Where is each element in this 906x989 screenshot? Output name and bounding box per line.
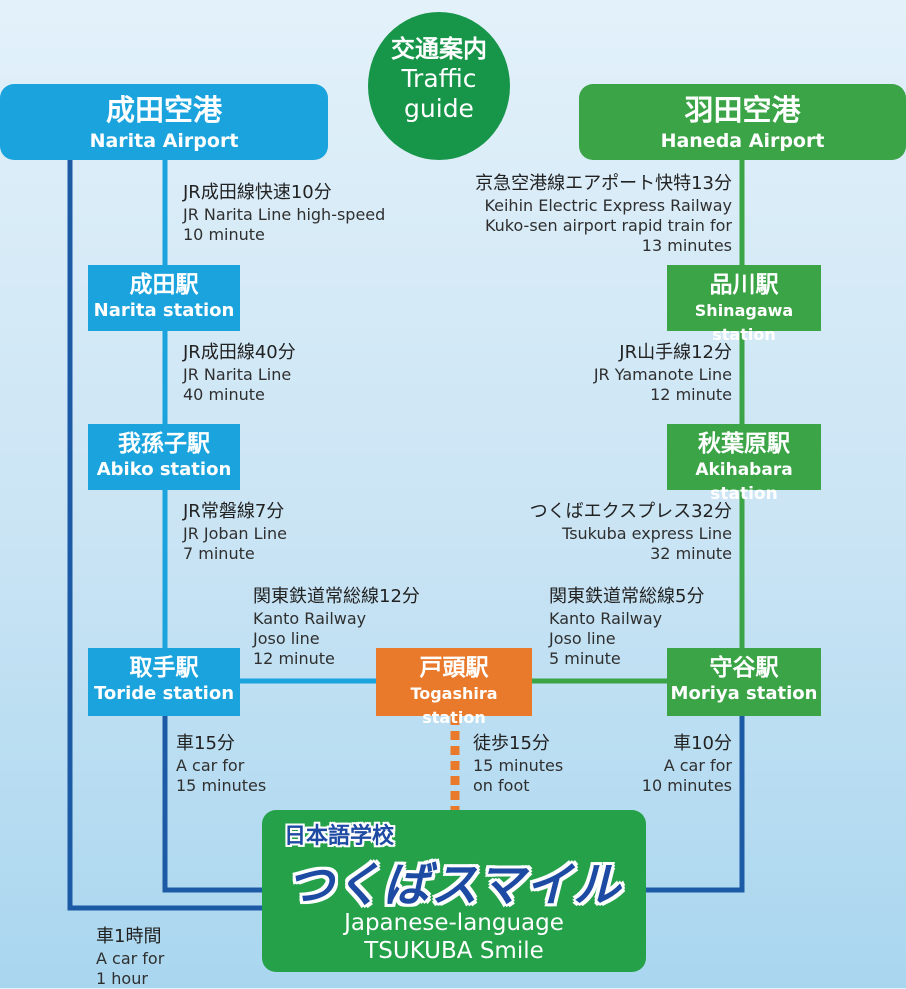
walk-route-label: 徒歩15分 15 minutes on foot [473,732,563,796]
shinagawa-station-box: 品川駅 Shinagawa station [667,265,821,344]
route-en: JR Narita Line [183,365,292,384]
narita-express-route-label: JR成田線快速10分 JR Narita Line high-speed 10 … [183,181,385,245]
narita-line-route-label: JR成田線40分 JR Narita Line 40 minute [183,341,296,405]
narita-car-route-line [67,150,262,911]
route-en: Keihin Electric Express Railway [484,196,732,215]
moriya-car-route-label: 車10分 A car for 10 minutes [642,732,732,796]
title-en-1: Traffic [401,64,477,93]
togashira-station-en: Togashira station [410,684,498,727]
route-en: 10 minutes [641,776,732,795]
narita-airport-en: Narita Airport [89,130,239,152]
togashira-station-jp: 戸頭駅 [419,655,489,681]
route-en: Kanto Railway [549,609,663,628]
route-en: A car for [96,949,165,968]
moriya-car-route-line [646,714,745,893]
route-en: A car for [663,756,732,775]
moriya-station-en: Moriya station [670,683,818,704]
route-en: Kanto Railway [253,609,367,628]
route-jp: JR成田線快速10分 [183,182,332,203]
route-en: 5 minute [549,649,621,668]
route-en: JR Narita Line high-speed [183,205,386,224]
tsukuba-express-route-label: つくばエクスプレス32分 Tsukuba express Line 32 min… [530,500,732,564]
route-en: Tsukuba express Line [562,524,732,543]
haneda-airport-en: Haneda Airport [660,130,825,152]
school-name-en-1: Japanese-language [344,910,564,936]
moriya-station-box: 守谷駅 Moriya station [667,648,821,716]
school-head: 日本語学校 [284,824,395,849]
route-en: 32 minute [650,544,732,563]
narita-airport-jp: 成田空港 [105,93,222,127]
shinagawa-station-en: Shinagawa station [694,301,794,344]
togashira-station-box: 戸頭駅 Togashira station [376,648,532,727]
route-jp: 関東鉄道常総線12分 [253,586,420,607]
toride-station-jp: 取手駅 [129,655,199,681]
route-jp: JR常磐線7分 [183,501,285,522]
narita-airport-box: 成田空港 Narita Airport [0,84,328,160]
route-jp: 徒歩15分 [473,733,550,754]
route-en: on foot [473,776,530,795]
akihabara-station-box: 秋葉原駅 Akihabara station [667,424,821,504]
route-en: 40 minute [183,385,265,404]
route-en: Joso line [549,629,616,648]
route-en: A car for [176,756,245,775]
route-en: 1 hour [96,969,148,988]
abiko-station-en: Abiko station [96,459,232,480]
akihabara-station-jp: 秋葉原駅 [698,431,790,457]
route-en: 10 minute [183,225,265,244]
route-jp: 車10分 [673,733,732,754]
route-en: 15 minutes [473,756,564,775]
yamanote-route-label: JR山手線12分 JR Yamanote Line 12 minute [594,341,732,405]
joban-route-label: JR常磐線7分 JR Joban Line 7 minute [183,500,287,564]
haneda-airport-jp: 羽田空港 [684,93,801,127]
narita-station-box: 成田駅 Narita station [88,265,240,331]
kanto-12-route-label: 関東鉄道常総線12分 Kanto Railway Joso line 12 mi… [253,585,420,669]
route-en: JR Joban Line [183,524,287,543]
route-jp: JR山手線12分 [619,342,732,363]
title-jp: 交通案内 [391,35,487,63]
route-jp: JR成田線40分 [183,342,296,363]
route-en: 12 minute [650,385,732,404]
title-en-2: guide [404,94,474,123]
abiko-station-box: 我孫子駅 Abiko station [88,424,240,490]
traffic-guide-title: 交通案内 Traffic guide [368,12,510,160]
route-jp: 関東鉄道常総線5分 [549,586,705,607]
narita-station-en: Narita station [93,300,235,321]
route-en: Kuko-sen airport rapid train for [484,216,732,235]
toride-station-en: Toride station [93,683,235,704]
shinagawa-station-jp: 品川駅 [709,272,779,298]
route-en: 7 minute [183,544,255,563]
route-en: JR Yamanote Line [593,365,732,384]
haneda-airport-box: 羽田空港 Haneda Airport [579,84,906,160]
route-jp: 車15分 [176,733,235,754]
akihabara-station-en: Akihabara station [695,460,793,504]
school-name-en-2: TSUKUBA Smile [364,938,544,964]
keikyu-route-label: 京急空港線エアポート快特13分 Keihin Electric Express … [475,172,732,256]
toride-car-route-line [162,714,262,893]
toride-station-box: 取手駅 Toride station [88,648,240,716]
route-jp: つくばエクスプレス32分 [529,501,732,522]
route-en: 13 minutes [641,236,732,255]
route-jp: 車1時間 [96,926,162,947]
route-en: 12 minute [253,649,335,668]
school-box: 日本語学校 つくばスマイル Japanese-language TSUKUBA … [262,810,646,972]
route-jp: 京急空港線エアポート快特13分 [475,173,732,194]
abiko-station-jp: 我孫子駅 [118,431,210,457]
route-en: Joso line [253,629,320,648]
toride-car-route-label: 車15分 A car for 15 minutes [176,732,266,796]
moriya-station-jp: 守谷駅 [709,655,779,681]
school-brand-logo: つくばスマイル [286,858,622,913]
narita-car-route-label: 車1時間 A car for 1 hour [96,925,164,989]
kanto-5-route-label: 関東鉄道常総線5分 Kanto Railway Joso line 5 minu… [549,585,704,669]
narita-station-jp: 成田駅 [129,272,199,298]
route-en: 15 minutes [176,776,267,795]
